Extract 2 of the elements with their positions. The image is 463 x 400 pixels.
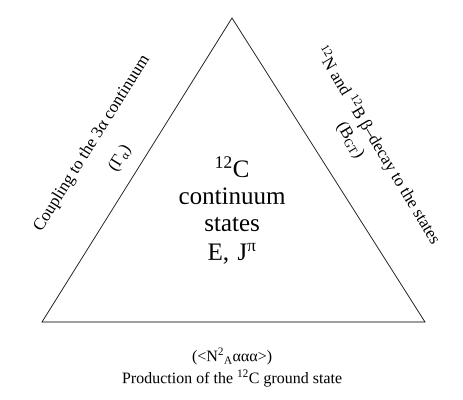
bottom-label: Production of the $^{12}$C ground state bbox=[122, 369, 342, 387]
bottom-label: (<N$^{2}$$_{A}$ααα>) bbox=[192, 347, 272, 365]
